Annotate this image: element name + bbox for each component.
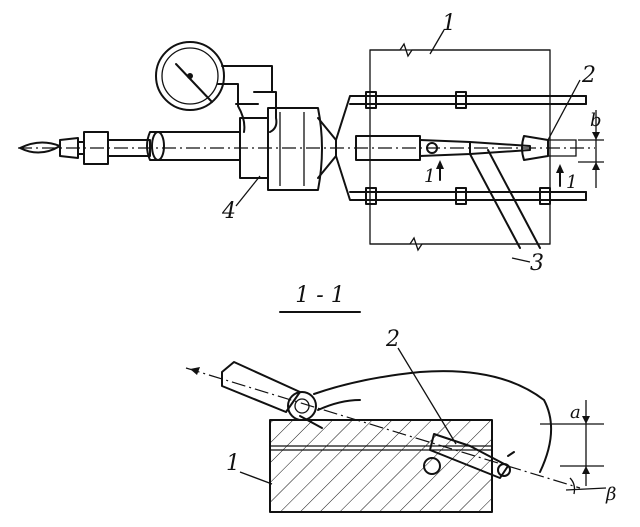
tip-nut-1	[59, 137, 79, 159]
leader-bracket	[235, 175, 261, 207]
regulator-cylinder	[267, 107, 323, 191]
welding-tip	[469, 141, 531, 155]
label-nozzle-top: 2	[581, 63, 596, 88]
rod-1	[469, 153, 521, 249]
torch-handle	[146, 131, 241, 161]
gauge-needle	[175, 63, 213, 103]
label-block-bottom: 1	[226, 451, 240, 476]
support-arm	[313, 370, 553, 473]
label-block-top: 1	[442, 11, 456, 36]
bolt	[423, 457, 441, 475]
leader-nozzle-bottom	[397, 347, 457, 445]
torch-body-section	[221, 361, 301, 413]
nozzle-section	[429, 433, 509, 479]
rod-2	[487, 149, 541, 249]
label-nozzle-bottom: 2	[385, 327, 400, 352]
leader-nozzle-top	[547, 79, 581, 141]
pressure-gauge	[155, 41, 225, 111]
angle-arc	[569, 477, 576, 495]
leader-block-bottom	[239, 471, 273, 485]
gauge-pipe	[221, 65, 273, 93]
bracket-arm-top	[335, 95, 587, 141]
section-view: 2 1 a β	[185, 327, 616, 513]
label-angle: β	[605, 484, 616, 505]
label-dim-a: a	[570, 402, 581, 423]
leader-rods	[511, 257, 531, 263]
weld-pool	[521, 135, 549, 161]
label-section-a: 1	[424, 166, 435, 187]
top-view: 1 2 b 1 1 4 3	[18, 11, 604, 276]
label-bracket: 4	[221, 199, 236, 224]
block-section	[269, 419, 493, 513]
nozzle-holder	[355, 135, 421, 161]
section-title: 1 - 1	[295, 283, 344, 308]
label-dim-b: b	[590, 110, 602, 131]
leader-block-top	[429, 29, 445, 55]
label-section-b: 1	[566, 172, 577, 193]
bracket-arm-bottom	[335, 155, 587, 201]
label-rods: 3	[530, 251, 544, 276]
block-hatch	[270, 420, 492, 512]
torch-tube	[107, 139, 151, 157]
